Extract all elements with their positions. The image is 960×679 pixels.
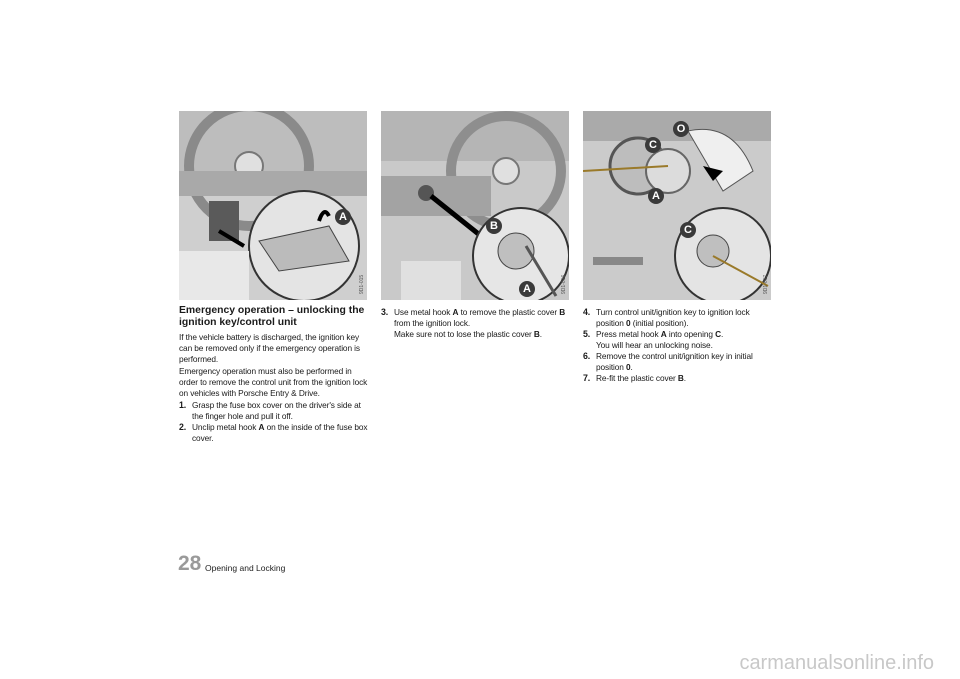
figure-code: 9D1-017 bbox=[763, 274, 769, 294]
step-number: 6. bbox=[583, 351, 591, 361]
step-1: 1. Grasp the fuse box cover on the drive… bbox=[179, 400, 369, 422]
steps-column-1: 1. Grasp the fuse box cover on the drive… bbox=[179, 400, 369, 444]
step-5: 5. Press metal hook A into opening C.You… bbox=[583, 329, 773, 351]
intro-paragraph: If the vehicle battery is discharged, th… bbox=[179, 332, 360, 364]
section-heading: Emergency operation – unlocking the igni… bbox=[179, 305, 365, 328]
callout-a: A bbox=[335, 209, 351, 225]
steps-column-3: 4. Turn control unit/ignition key to ign… bbox=[583, 307, 773, 384]
step-7: 7. Re-fit the plastic cover B. bbox=[583, 373, 773, 384]
step-2: 2. Unclip metal hook A on the inside of … bbox=[179, 422, 369, 444]
figure-ignition-lock-cover: B A 9D1-016 bbox=[381, 111, 569, 300]
callout-o: O bbox=[673, 121, 689, 137]
step-number: 5. bbox=[583, 329, 591, 339]
step-6: 6. Remove the control unit/ignition key … bbox=[583, 351, 773, 373]
figure-code: 9D1-016 bbox=[561, 274, 567, 294]
callout-c: C bbox=[645, 137, 661, 153]
step-number: 7. bbox=[583, 373, 591, 383]
callout-a: A bbox=[519, 281, 535, 297]
step-text: Turn control unit/ignition key to igniti… bbox=[596, 307, 750, 328]
fuse-box-illustration bbox=[179, 111, 367, 300]
steps-column-2: 3. Use metal hook A to remove the plasti… bbox=[381, 307, 571, 340]
step-text: Use metal hook A to remove the plastic c… bbox=[394, 307, 566, 339]
step-number: 4. bbox=[583, 307, 591, 317]
step-3: 3. Use metal hook A to remove the plasti… bbox=[381, 307, 571, 340]
figure-fuse-box-cover: A 9D1-015 bbox=[179, 111, 367, 300]
callout-c-detail: C bbox=[680, 222, 696, 238]
step-number: 1. bbox=[179, 400, 187, 410]
step-text: Re-fit the plastic cover B. bbox=[596, 373, 687, 383]
step-text: Grasp the fuse box cover on the driver's… bbox=[192, 400, 361, 421]
watermark: carmanualsonline.info bbox=[739, 652, 934, 674]
step-text: Unclip metal hook A on the inside of the… bbox=[192, 422, 368, 443]
step-number: 2. bbox=[179, 422, 187, 432]
step-4: 4. Turn control unit/ignition key to ign… bbox=[583, 307, 773, 329]
figure-unlock-key: O C A C 9D1-017 bbox=[583, 111, 771, 300]
page-number: 28 bbox=[178, 552, 202, 575]
section-title: Opening and Locking bbox=[205, 563, 286, 573]
key-unlock-illustration bbox=[583, 111, 771, 300]
step-text: Press metal hook A into opening C.You wi… bbox=[596, 329, 724, 350]
step-text: Remove the control unit/ignition key in … bbox=[596, 351, 753, 372]
callout-b: B bbox=[486, 218, 502, 234]
callout-a: A bbox=[648, 188, 664, 204]
intro-paragraph-2: Emergency operation must also be perform… bbox=[179, 366, 368, 398]
ignition-lock-illustration bbox=[381, 111, 569, 300]
ref-label: A bbox=[258, 422, 265, 432]
step-number: 3. bbox=[381, 307, 389, 317]
figure-code: 9D1-015 bbox=[359, 274, 365, 294]
